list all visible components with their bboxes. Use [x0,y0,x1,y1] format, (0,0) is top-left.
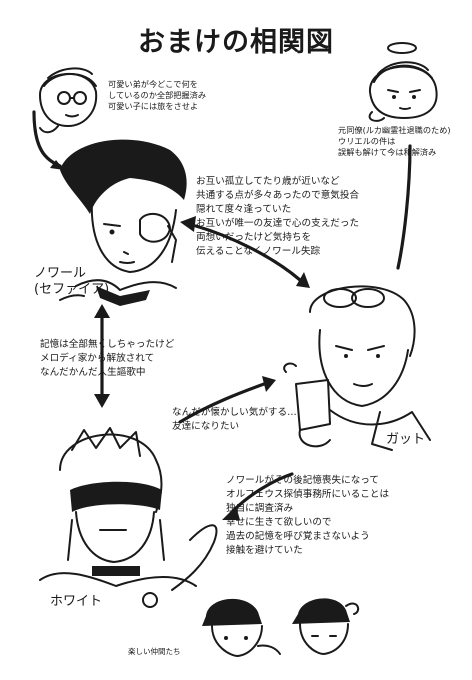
character-name-white: ホワイト [50,594,103,609]
note-top-right: 元同僚(ルカ幽霊社退職のため) ウリエルの件は 誤解も解けて今は和解済み [338,125,451,157]
relation-white-gut: なんだか懐かしい気がする… 友達になりたい [172,407,297,432]
footer-caption: 楽しい仲間たち [128,647,181,656]
arrow-noir-gut [194,224,302,282]
relation-gut-white: ノワールがその後記憶喪失になって オルフェウス探偵事務所にいることは 独自に調査… [226,475,390,556]
small-face-glasses-top-left [39,67,98,134]
gut-portrait [283,285,431,451]
arrow-white-to-gut [178,382,266,424]
white-portrait [39,427,218,608]
character-name-noir: ノワール (セファイア) [34,266,110,297]
small-face-halo-top-right [368,42,438,122]
arrow-gut-to-white [232,472,294,512]
small-detective-duo [202,598,360,657]
noir-portrait [59,139,187,306]
arrow-topright-to-gut [396,144,412,270]
relation-noir-gut: お互い孤立してたり歳が近いなど 共通する点が多々あったので意気投合 隠れて度々逢… [196,176,360,257]
note-top-left: 可愛い弟が今どこで何を しているのか全部把握済み 可愛い子には旅をさせよ [108,79,207,111]
character-name-gut: ガット [386,432,426,447]
page-title: おまけの相関図 [138,27,334,58]
relation-noir-white: 記憶は全部無くしちゃったけど メロディ家から解放されて なんだかんだ人生謳歌中 [40,339,175,378]
arrow-topleft-to-noir [32,110,62,168]
